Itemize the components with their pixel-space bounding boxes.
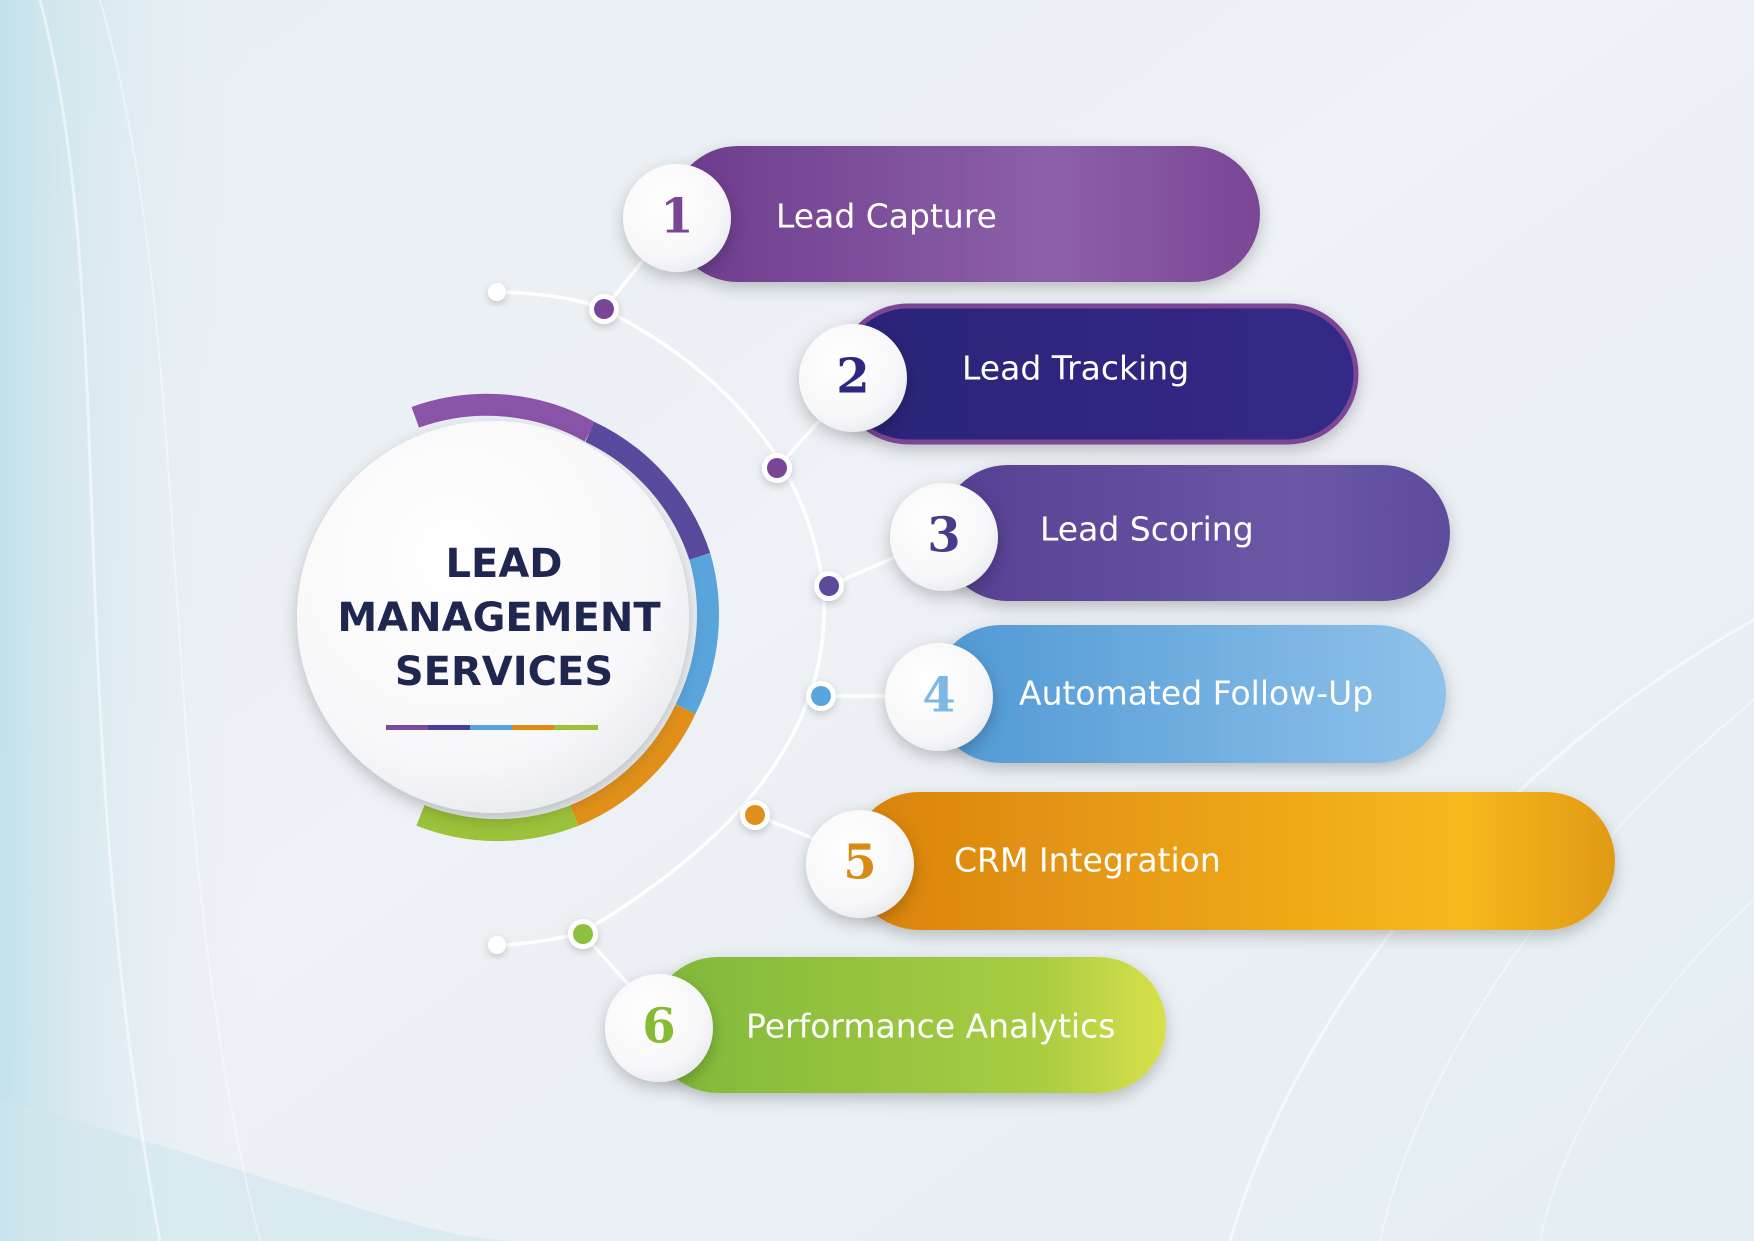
arc-start-dot xyxy=(488,283,506,301)
step-label: Lead Tracking xyxy=(962,349,1189,388)
step-label: Performance Analytics xyxy=(746,1007,1115,1046)
step-pill xyxy=(670,146,1260,282)
step-2: Lead Tracking 2 xyxy=(799,303,1359,445)
step-label: Lead Scoring xyxy=(1040,510,1254,549)
connector-dot xyxy=(573,924,593,944)
step-number-badge xyxy=(890,483,998,591)
connector-dot xyxy=(594,299,614,319)
connector-dot xyxy=(819,576,839,596)
title-underline xyxy=(386,725,598,730)
ring-segment xyxy=(585,421,711,561)
step-5: CRM Integration 5 xyxy=(806,792,1615,930)
connector-dot xyxy=(811,686,831,706)
step-pill xyxy=(940,465,1450,601)
connector-dot xyxy=(745,805,765,825)
title-line-2: MANAGEMENT xyxy=(337,595,661,641)
ring-segment xyxy=(416,805,579,842)
step-1: Lead Capture 1 xyxy=(623,146,1260,282)
arc-end-dot xyxy=(488,936,506,954)
step-number: 5 xyxy=(843,835,876,891)
underline-segment xyxy=(386,725,428,730)
title-circle xyxy=(297,421,689,813)
step-number: 6 xyxy=(642,999,675,1055)
step-number-badge xyxy=(799,324,907,432)
title-line-1: LEAD xyxy=(446,541,563,587)
step-number: 2 xyxy=(836,349,869,405)
ring-segment xyxy=(675,553,719,715)
title-line-3: SERVICES xyxy=(395,649,613,695)
step-label: CRM Integration xyxy=(954,841,1221,880)
step-number-badge xyxy=(806,810,914,918)
underline-segment xyxy=(428,725,470,730)
step-number: 4 xyxy=(922,668,955,724)
title-hub: LEAD MANAGEMENT SERVICES xyxy=(297,393,719,842)
connector-dots xyxy=(568,294,844,949)
step-number-badge xyxy=(885,643,993,751)
step-3: Lead Scoring 3 xyxy=(890,465,1450,601)
step-6: Performance Analytics 6 xyxy=(605,957,1166,1093)
underline-segment xyxy=(512,725,554,730)
underline-segment xyxy=(554,725,598,730)
step-4: Automated Follow-Up 4 xyxy=(885,625,1446,763)
step-number-badge xyxy=(605,974,713,1082)
step-label: Automated Follow-Up xyxy=(1019,674,1373,713)
underline-segment xyxy=(470,725,512,730)
step-pill xyxy=(650,957,1166,1093)
ring-segment xyxy=(569,704,696,826)
connector-dot xyxy=(767,458,787,478)
step-label: Lead Capture xyxy=(776,197,997,236)
step-pill xyxy=(932,625,1446,763)
step-number-badge xyxy=(623,164,731,272)
step-number: 1 xyxy=(660,189,693,245)
ring-segment xyxy=(411,393,596,442)
step-number: 3 xyxy=(927,508,960,564)
title-color-ring xyxy=(411,393,719,842)
step-pill xyxy=(850,792,1615,930)
